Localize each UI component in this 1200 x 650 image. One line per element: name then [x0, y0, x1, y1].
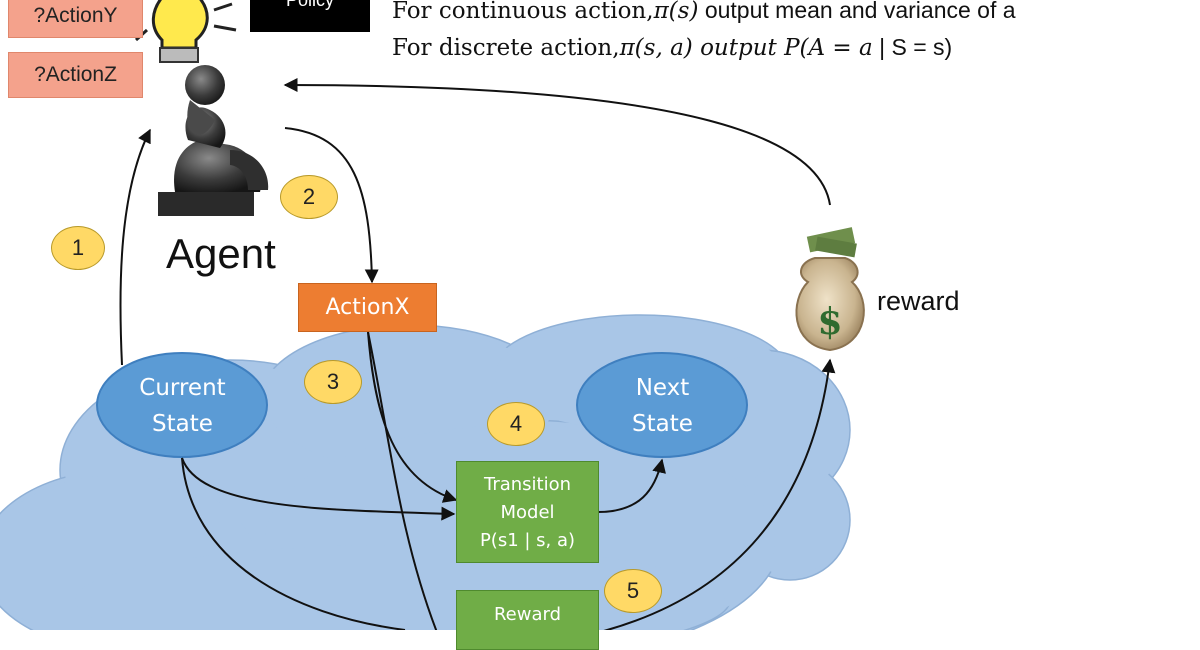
current-state-label: Current State — [139, 375, 226, 437]
action-chip-z: ?ActionZ — [8, 52, 143, 98]
action-chip-y: ?ActionY — [8, 0, 143, 38]
step-badge-1: 1 — [51, 226, 105, 270]
step-badge-5: 5 — [604, 569, 662, 613]
flow-arrows — [119, 78, 836, 630]
transition-model-box: Transition Model P(s1 | s, a) — [456, 461, 599, 563]
reward-model-box: Reward — [456, 590, 599, 650]
arrow-reward-to-bag — [603, 358, 836, 630]
reward-label: reward — [877, 286, 960, 316]
policy-label: Policy — [250, 0, 370, 32]
step-badge-4: 4 — [487, 402, 545, 446]
formula-discrete: For discrete action,π(s, a) output P(A =… — [392, 34, 953, 61]
thinker-statue-icon — [158, 65, 269, 216]
formula-continuous: For continuous action,π(s) output mean a… — [392, 0, 1016, 24]
svg-text:$: $ — [817, 301, 842, 343]
action-box: ActionX — [298, 283, 437, 332]
arrow-agent-to-action — [284, 127, 379, 284]
step-badge-3: 3 — [304, 360, 362, 404]
arrow-transition-to-next — [597, 458, 666, 513]
arrow-state-to-agent — [119, 128, 151, 366]
next-state-label: Next State — [632, 375, 693, 437]
step-badge-2: 2 — [280, 175, 338, 219]
arrow-action-to-transition — [367, 331, 458, 503]
lightbulb-icon — [134, 0, 237, 63]
arrow-bag-to-agent — [283, 78, 831, 206]
agent-label: Agent — [166, 230, 276, 277]
rl-diagram: $ ?ActionY ?ActionZ Policy For continuou… — [0, 0, 1016, 650]
current-state-node — [96, 352, 268, 458]
arrow-state-to-transition — [181, 457, 456, 521]
diagram-canvas: $ — [0, 0, 865, 630]
arrow-action-to-reward — [367, 331, 438, 630]
next-state-node — [576, 352, 748, 458]
arrow-state-to-reward — [181, 457, 406, 630]
money-bag-icon: $ — [795, 227, 865, 352]
